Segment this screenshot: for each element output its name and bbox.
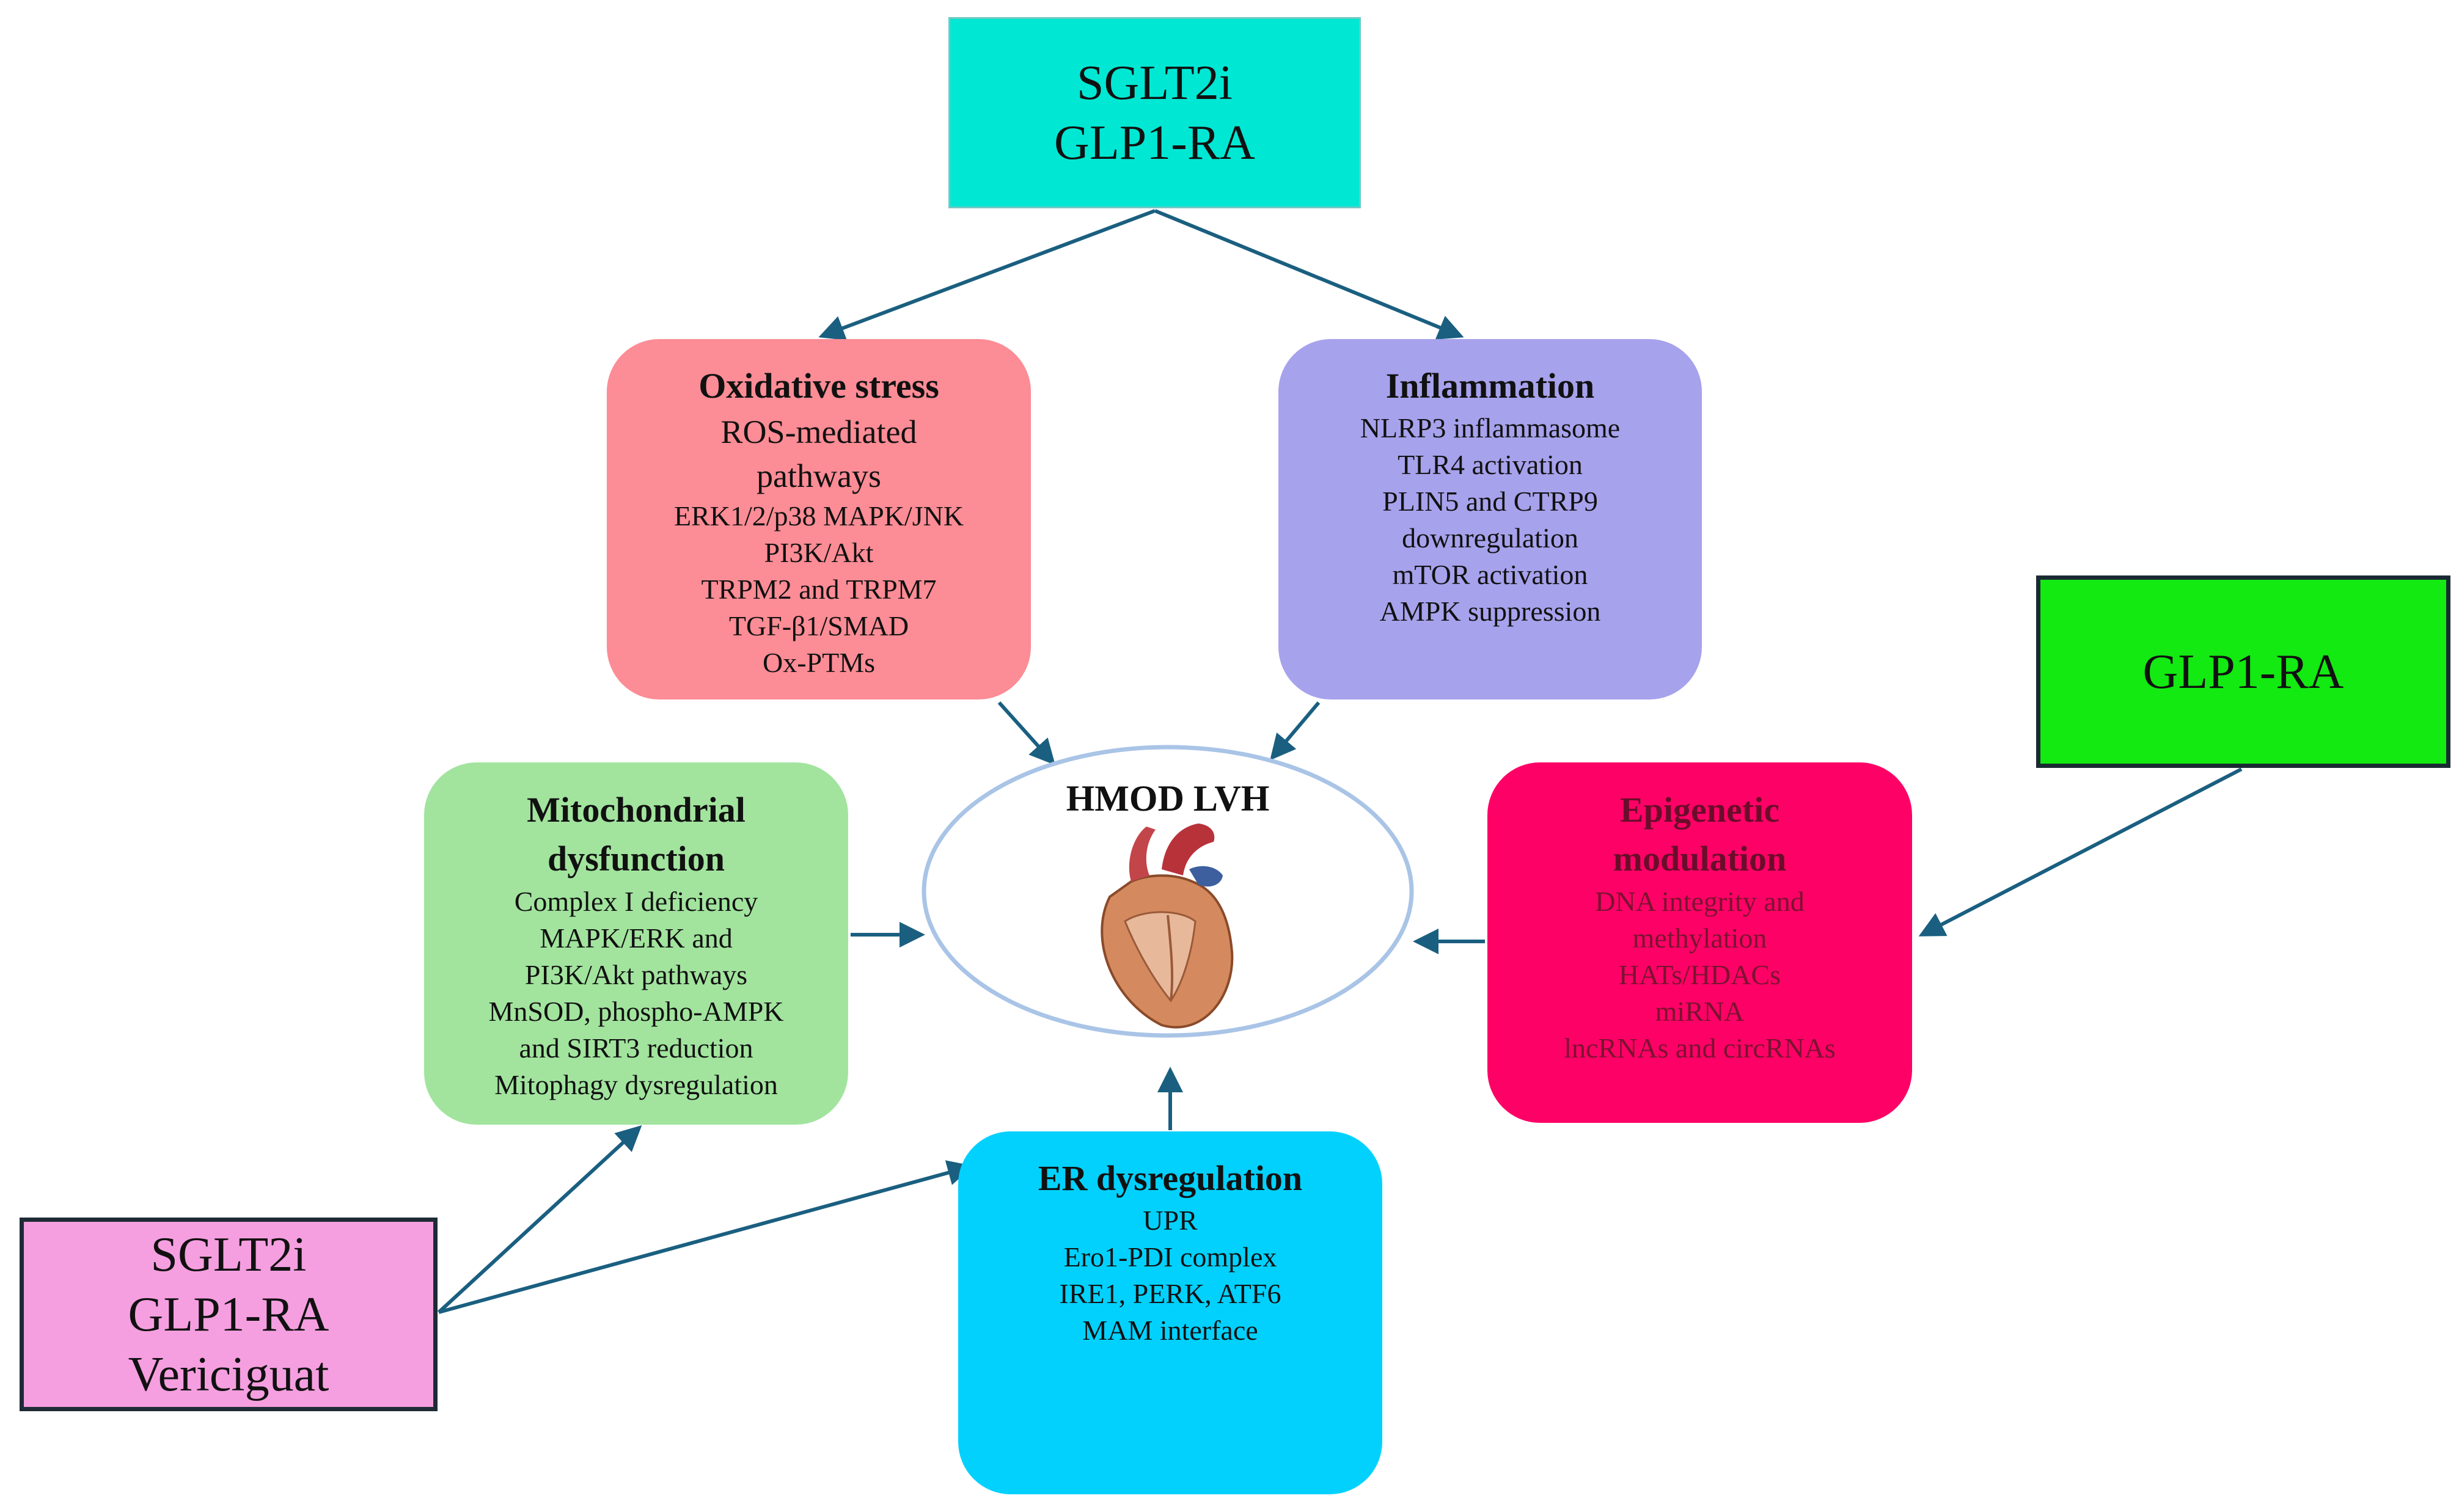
arrow-inflammation-to-center [1270,701,1321,761]
drug-label: GLP1-RA [1054,115,1255,170]
box-item: UPR [1143,1205,1198,1236]
mitochondrial-dysfunction-box: Mitochondrial dysfunction Complex I defi… [424,762,848,1125]
box-item: PLIN5 and CTRP9 [1382,486,1598,517]
box-item: MnSOD, phospho-AMPK [488,996,784,1027]
drug-label: GLP1-RA [128,1287,329,1342]
box-item: TRPM2 and TRPM7 [701,574,937,605]
arrow-bottom-to-er [438,1160,973,1314]
box-item: TGF-β1/SMAD [728,610,909,641]
drug-box-top: SGLT2i GLP1-RA [948,17,1361,208]
arrow-top-to-oxidative [818,209,1156,340]
drug-label: Vericiguat [128,1347,329,1401]
heart-icon [1101,824,1234,1029]
box-item: Ox-PTMs [762,647,876,678]
box-title: ER dysregulation [1038,1158,1303,1198]
box-title: Mitochondrial [527,790,746,830]
box-item: and SIRT3 reduction [519,1032,753,1064]
er-dysregulation-box: ER dysregulation UPR Ero1-PDI complex IR… [958,1131,1382,1494]
box-title: Oxidative stress [698,366,939,406]
arrow-bottom-to-mitochondrial [437,1125,642,1314]
box-title: dysfunction [547,839,725,878]
box-item: TLR4 activation [1398,449,1583,480]
inflammation-box: Inflammation NLRP3 inflammasome TLR4 act… [1278,339,1702,699]
epigenetic-modulation-box: Epigenetic modulation DNA integrity and … [1487,762,1912,1123]
box-item: MAPK/ERK and [540,922,733,954]
arrow-oxidative-to-center [997,701,1056,765]
box-item: IRE1, PERK, ATF6 [1059,1278,1281,1309]
center-label: HMOD LVH [1066,778,1270,819]
box-item: Mitophagy dysregulation [494,1069,778,1100]
center-ellipse [922,745,1414,1038]
drug-label: SGLT2i [1077,56,1233,110]
box-item: PI3K/Akt pathways [524,959,748,990]
box-item: NLRP3 inflammasome [1360,412,1621,444]
box-title: Epigenetic [1620,790,1779,830]
drug-box-bottom: SGLT2i GLP1-RA Vericiguat [20,1218,438,1411]
box-item: HATs/HDACs [1618,959,1781,990]
box-item: DNA integrity and [1595,886,1805,917]
box-item: MAM interface [1082,1315,1258,1346]
box-item: mTOR activation [1392,559,1588,590]
box-item: lncRNAs and circRNAs [1564,1032,1836,1064]
box-item: methylation [1632,922,1767,954]
drug-label: SGLT2i [150,1227,307,1282]
box-item: ROS-mediated [720,414,917,450]
box-item: downregulation [1402,522,1578,553]
box-item: Ero1-PDI complex [1063,1241,1277,1273]
box-title: Inflammation [1385,366,1595,406]
arrow-right-to-epigenetic [1918,767,2243,937]
box-item: Complex I deficiency [514,886,758,917]
box-item: ERK1/2/p38 MAPK/JNK [673,500,964,531]
box-item: pathways [757,458,881,494]
box-item: PI3K/Akt [764,537,874,568]
drug-label: GLP1-RA [2142,645,2344,699]
drug-box-right: GLP1-RA [2036,575,2450,768]
oxidative-stress-box: Oxidative stress ROS-mediated pathways E… [607,339,1031,699]
box-item: AMPK suppression [1379,596,1601,627]
box-title: modulation [1613,839,1787,878]
box-item: miRNA [1655,996,1745,1027]
arrow-top-to-inflammation [1154,209,1464,340]
